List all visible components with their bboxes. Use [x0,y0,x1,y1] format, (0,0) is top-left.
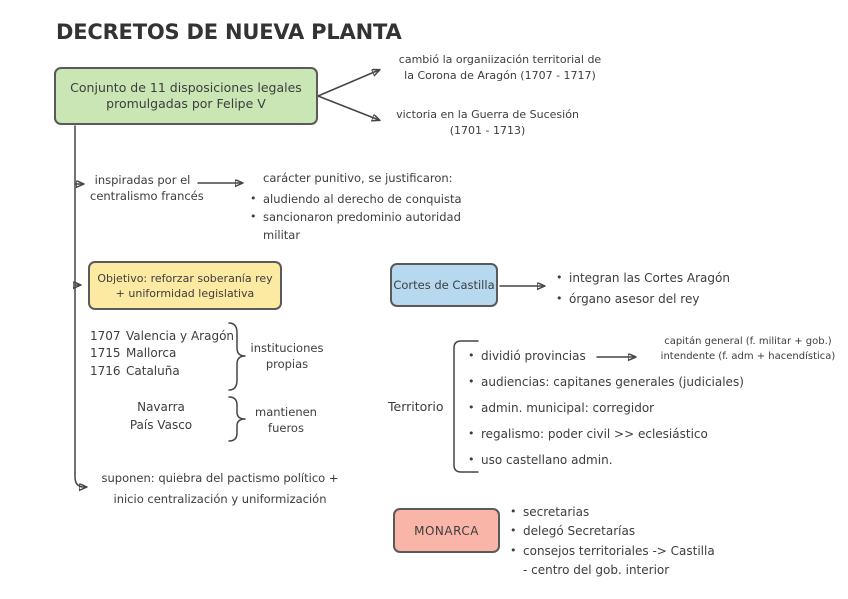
bullet-icon: • [468,427,475,440]
punitive-heading: carácter punitivo, se justificaron: [263,171,453,185]
monarca-bullet: • consejos territoriales -> Castilla [510,543,715,558]
territorio-label: Territorio [388,399,444,414]
decree-year: 1716 [90,363,121,378]
bullet-icon: • [468,349,475,362]
monarca-bullet: • delegó Secretarías [510,524,636,539]
punitive-bullet: • aludiendo al derecho de conquista [250,192,462,206]
bullet-icon: • [556,291,563,305]
bullet-icon: • [250,210,257,223]
territorio-bullet: • dividió provincias [468,349,586,363]
decree-place: Mallorca [126,346,177,361]
provincias-detail-text: capitán general (f. militar + gob.) inte… [660,336,836,362]
instituciones-brace-label: instituciones propias [250,341,324,371]
arrow-root-to-territorial [317,70,379,97]
outcome-territorial-text: cambió la organiización territorial de l… [398,53,602,82]
bullet-icon: • [468,375,475,388]
fueros-brace-label: mantienen fueros [255,405,317,435]
cortes-bullet-list: • integran las Cortes Aragón • órgano as… [556,267,730,309]
decree-place: Cataluña [126,363,180,378]
territorio-bullet: • uso castellano admin. [468,453,613,467]
monarca-sub-bullet: - centro del gob. interior [523,563,670,578]
decree-year: 1715 [90,346,121,361]
trunk-line [74,125,86,487]
arrow-root-to-victory [317,95,379,120]
bullet-icon: • [556,270,563,284]
decree-row: 1707 Valencia y Aragón [90,327,234,345]
brace-fueros [228,396,246,442]
consequence-text: suponen: quiebra del pactismo político +… [101,471,339,506]
page-title: DECRETOS DE NUEVA PLANTA [56,20,402,44]
monarca-box: MONARCA [393,508,500,553]
bullet-icon: • [510,504,517,518]
bullet-icon: • [468,453,475,466]
territorio-bullet: • admin. municipal: corregidor [468,401,655,415]
decree-year-list: 1707 Valencia y Aragón 1715 Mallorca 171… [90,327,234,380]
cortes-box: Cortes de Castilla [390,263,498,307]
punitive-bullet: • sancionaron predominio autoridad milit… [250,210,461,242]
decree-place: Valencia y Aragón [126,328,235,343]
outcome-victory-text: victoria en la Guerra de Sucesión (1701 … [396,108,579,137]
inspiration-text: inspiradas por el centralismo francés [90,173,204,203]
monarca-bullet-list: • secretarias • delegó Secretarías • con… [510,502,715,580]
bullet-icon: • [510,543,517,557]
bullet-icon: • [468,401,475,414]
punitive-bullet-list: • aludiendo al derecho de conquista • sa… [250,190,462,244]
bullet-icon: • [250,192,257,205]
territorio-bullet-list: • dividió provincias • audiencias: capit… [468,343,744,473]
cortes-bullet: • órgano asesor del rey [556,291,700,306]
objective-box: Objetivo: reforzar soberanía rey + unifo… [88,261,282,310]
root-concept-box: Conjunto de 11 disposiciones legales pro… [54,67,318,125]
cortes-bullet: • integran las Cortes Aragón [556,270,730,285]
decree-year: 1707 [90,328,121,343]
monarca-bullet: • secretarias [510,504,590,519]
territorio-bullet: • regalismo: poder civil >> eclesiástico [468,427,708,441]
decree-row: 1715 Mallorca [90,345,234,363]
territorio-bullet: • audiencias: capitanes generales (judic… [468,375,744,389]
decree-row: 1716 Cataluña [90,362,234,380]
bullet-icon: • [510,524,517,538]
fueros-places-text: Navarra País Vasco [129,400,193,432]
